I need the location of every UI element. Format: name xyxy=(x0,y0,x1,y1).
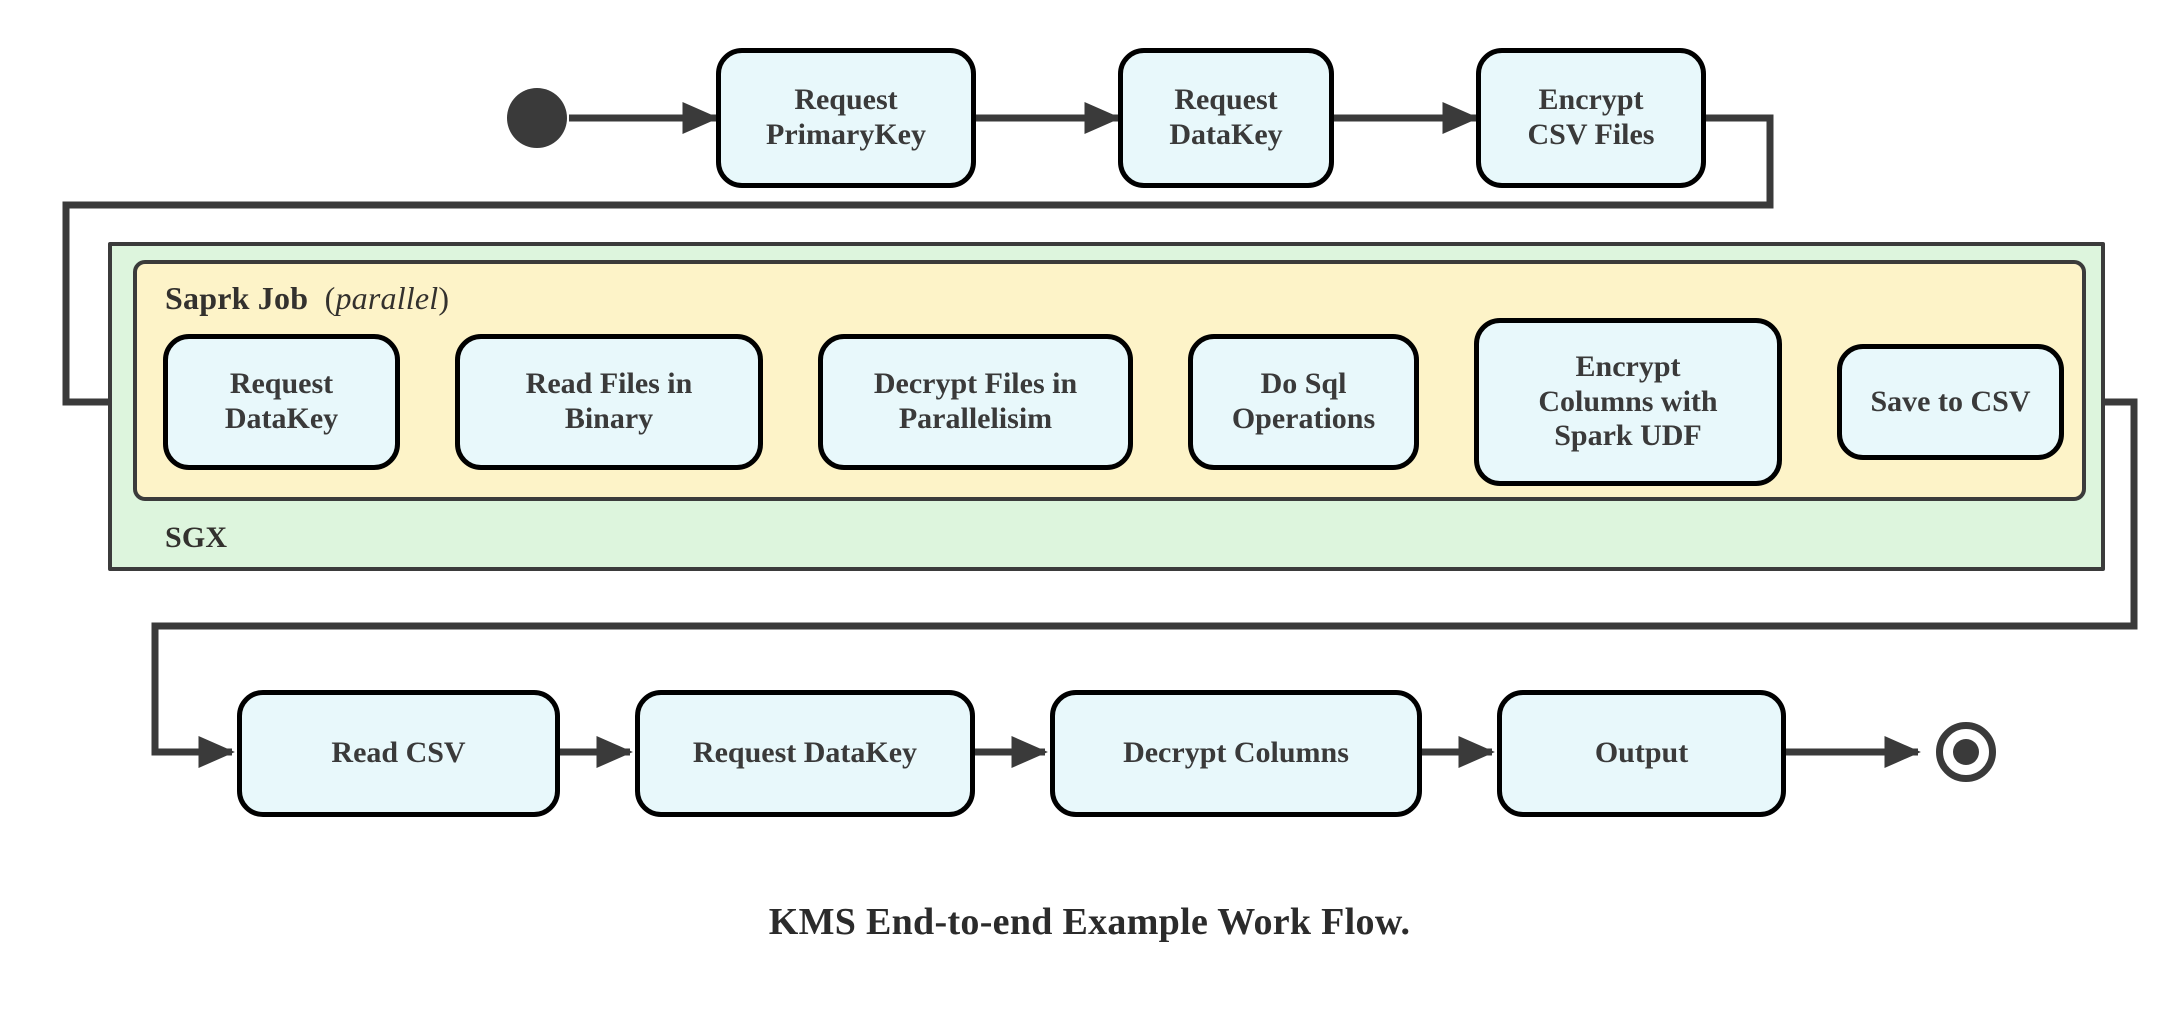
end-node-inner-dot xyxy=(1953,739,1979,765)
node-request-datakey-top[interactable]: Request DataKey xyxy=(1118,48,1334,188)
node-label-line: Request xyxy=(229,367,334,401)
node-request-datakey-spark[interactable]: Request DataKey xyxy=(163,334,400,470)
node-label-line: Operations xyxy=(1231,402,1376,435)
node-label-line: Encrypt xyxy=(1575,349,1681,383)
node-output[interactable]: Output xyxy=(1497,690,1786,817)
node-label-line: Request DataKey xyxy=(692,736,918,770)
node-label-line: DataKey xyxy=(224,402,339,435)
node-save-to-csv[interactable]: Save to CSV xyxy=(1837,344,2064,460)
node-label-line: Output xyxy=(1594,736,1689,770)
diagram-caption: KMS End-to-end Example Work Flow. xyxy=(768,901,1411,943)
group-spark-job-annotation: parallel xyxy=(335,280,439,316)
node-do-sql-operations[interactable]: Do Sql Operations xyxy=(1188,334,1419,470)
node-label-line: Encrypt xyxy=(1538,83,1644,117)
group-spark-job-title: Saprk Job xyxy=(165,280,309,316)
end-node xyxy=(1936,722,1996,782)
node-label-line: Request xyxy=(1174,83,1278,117)
node-read-files-in-binary[interactable]: Read Files in Binary xyxy=(455,334,763,470)
node-label-line: DataKey xyxy=(1169,118,1283,151)
node-request-datakey-read[interactable]: Request DataKey xyxy=(635,690,975,817)
node-encrypt-csv-files[interactable]: Encrypt CSV Files xyxy=(1476,48,1706,188)
group-sgx-label: SGX xyxy=(165,521,228,554)
node-encrypt-columns-spark-udf[interactable]: Encrypt Columns with Spark UDF xyxy=(1474,318,1782,486)
node-decrypt-columns[interactable]: Decrypt Columns xyxy=(1050,690,1422,817)
node-label-line: Decrypt Columns xyxy=(1123,736,1349,770)
node-label-line: Read Files in xyxy=(525,367,693,401)
node-label-line: Columns with xyxy=(1538,384,1718,418)
node-label-line: Do Sql xyxy=(1260,367,1347,401)
node-label-line: Spark UDF xyxy=(1554,419,1702,453)
node-label-line: Request xyxy=(794,83,898,117)
node-label-line: Read CSV xyxy=(331,736,466,770)
node-label-line: Parallelisim xyxy=(898,402,1053,435)
node-request-primarykey[interactable]: Request PrimaryKey xyxy=(716,48,976,188)
node-label-line: CSV Files xyxy=(1527,118,1655,151)
group-spark-job-label: Saprk Job (parallel) xyxy=(165,280,450,316)
node-label-line: PrimaryKey xyxy=(766,118,926,151)
node-label-line: Decrypt Files in xyxy=(873,367,1078,401)
node-read-csv[interactable]: Read CSV xyxy=(237,690,560,817)
node-label-line: Binary xyxy=(564,402,654,435)
start-node xyxy=(507,88,567,148)
node-label-line: Save to CSV xyxy=(1870,384,2031,418)
node-decrypt-files-parallel[interactable]: Decrypt Files in Parallelisim xyxy=(818,334,1133,470)
